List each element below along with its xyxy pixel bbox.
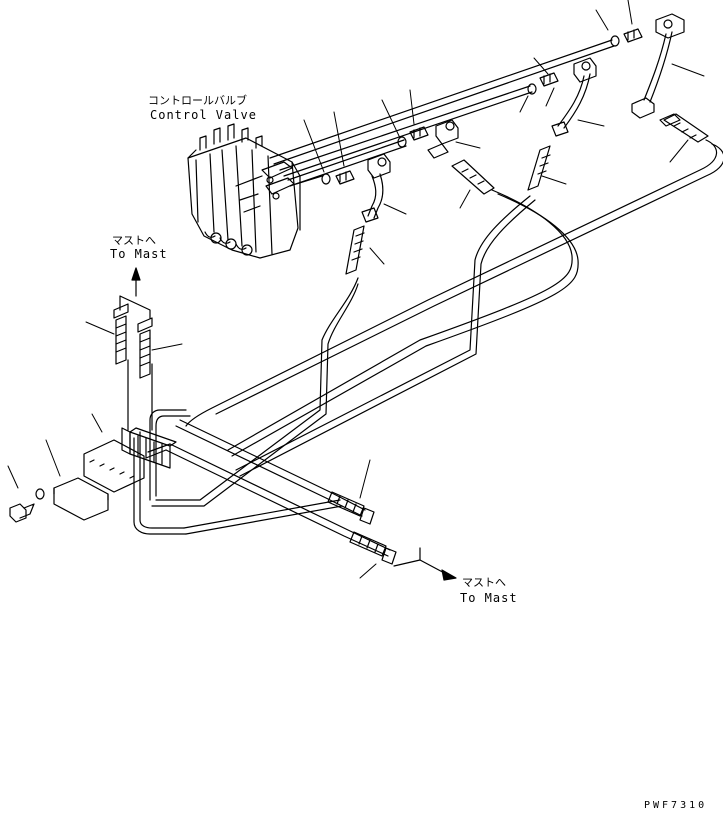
control-valve-label-en: Control Valve <box>150 108 257 122</box>
hose-segments <box>361 31 673 223</box>
to-mast-bottom-label-jp: マストへ <box>462 576 506 589</box>
bolt-and-washer <box>9 488 45 523</box>
to-mast-top-label-jp: マストへ <box>112 234 156 247</box>
drawing-code: PWF7310 <box>644 800 708 811</box>
upper-mast-connectors <box>113 303 153 379</box>
clamp-plates <box>53 439 145 521</box>
leader-lines <box>7 0 705 579</box>
to-mast-top-label-en: To Mast <box>110 247 168 261</box>
mast-fittings <box>327 491 397 565</box>
to-mast-bottom-label-en: To Mast <box>460 591 518 605</box>
adapter-fittings <box>335 28 643 185</box>
control-valve <box>187 123 301 259</box>
o-rings <box>321 35 620 185</box>
control-valve-label-jp: コントロールバルブ <box>148 94 247 107</box>
mast-arrows <box>119 267 457 581</box>
tube-clamp <box>121 427 177 469</box>
elbow-fittings <box>367 13 685 179</box>
routed-tubes <box>127 139 723 557</box>
hose-end-fittings <box>345 113 709 275</box>
valve-tubes <box>269 39 615 187</box>
